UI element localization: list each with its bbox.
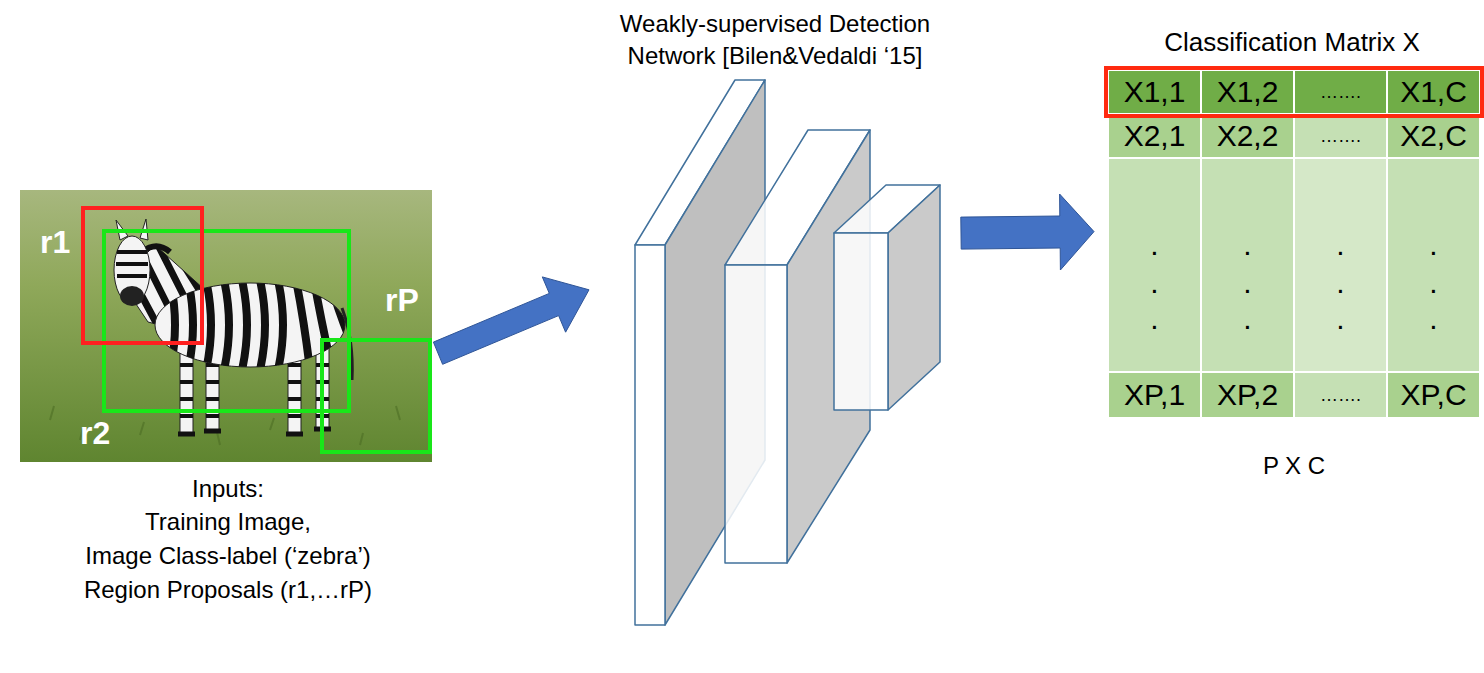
table-cell-text: . (1294, 304, 1387, 334)
region-label: r2 (80, 416, 110, 451)
table-cell-text: X2,1 (1108, 114, 1201, 158)
table-cell (1201, 70, 1294, 114)
input-image: r1 r2 rP (20, 190, 432, 462)
table-cell (1387, 114, 1480, 158)
table-cell-text: . (1387, 304, 1480, 334)
proposal-box (83, 208, 202, 343)
slab-front (834, 233, 888, 410)
table-cell (1387, 158, 1480, 372)
proposal-box (104, 231, 349, 411)
table-cell-text: . (1387, 268, 1480, 298)
detection-network: Weakly-supervised Detection Network [Bil… (595, 0, 955, 630)
grass-ground (20, 190, 432, 462)
table-cell (1387, 372, 1480, 418)
row-highlight (1106, 68, 1482, 116)
table-cell-text: . (1201, 230, 1294, 260)
table-cell-text: X1,1 (1108, 70, 1201, 114)
table-cell (1108, 158, 1201, 372)
table-cell-text: . (1294, 268, 1387, 298)
table-cell-text: . (1108, 268, 1201, 298)
slab-front (725, 265, 787, 563)
caption-line: Training Image, (8, 508, 448, 537)
matrix-heading: Classification Matrix X (1100, 28, 1484, 58)
table-cell-text: X1,2 (1201, 70, 1294, 114)
proposal-box (322, 340, 430, 452)
table-cell-text: XP,2 (1201, 372, 1294, 418)
network-heading: Weakly-supervised Detection Network [Bil… (595, 8, 955, 73)
table-cell (1108, 70, 1201, 114)
table-cell (1294, 70, 1387, 114)
table-cell-text: X2,C (1387, 114, 1480, 158)
table-cell (1201, 158, 1294, 372)
table-cell-text: . (1201, 268, 1294, 298)
matrix-size: P X C (1108, 452, 1480, 481)
table-cell (1294, 158, 1387, 372)
table-cell (1387, 70, 1480, 114)
block-arrow (433, 277, 589, 364)
region-label: r1 (40, 225, 70, 260)
table-cell-text: . (1294, 230, 1387, 260)
table-cell-text: XP,1 (1108, 372, 1201, 418)
table-cell-text: ……. (1294, 114, 1387, 158)
table-cell-text: ……. (1294, 70, 1387, 114)
table-cell-text: X2,2 (1201, 114, 1294, 158)
table-cell (1201, 372, 1294, 418)
zebra-head-stripes (116, 252, 148, 276)
table-cell (1201, 114, 1294, 158)
table-cell (1294, 114, 1387, 158)
caption-line: Region Proposals (r1,…rP) (8, 576, 448, 605)
table-cell-text: ……. (1294, 372, 1387, 418)
table-cell (1108, 114, 1201, 158)
caption-line: Image Class-label (‘zebra’) (8, 542, 448, 571)
slab-front (635, 245, 665, 625)
caption-line: Inputs: (8, 475, 448, 504)
classification-matrix: Classification Matrix XP X CX1,1X1,2…….X… (1100, 20, 1484, 480)
table-cell-text: XP,C (1387, 372, 1480, 418)
slab-side (888, 185, 940, 410)
table-cell-text: . (1201, 304, 1294, 334)
table-cell-text: . (1108, 304, 1201, 334)
table-cell (1294, 372, 1387, 418)
table-cell (1108, 372, 1201, 418)
table-cell-text: . (1387, 230, 1480, 260)
table-cell-text: . (1108, 230, 1201, 260)
table-cell-text: X1,C (1387, 70, 1480, 114)
block-arrow (961, 194, 1094, 270)
zebra-muzzle (120, 286, 144, 306)
region-label: rP (385, 283, 419, 318)
